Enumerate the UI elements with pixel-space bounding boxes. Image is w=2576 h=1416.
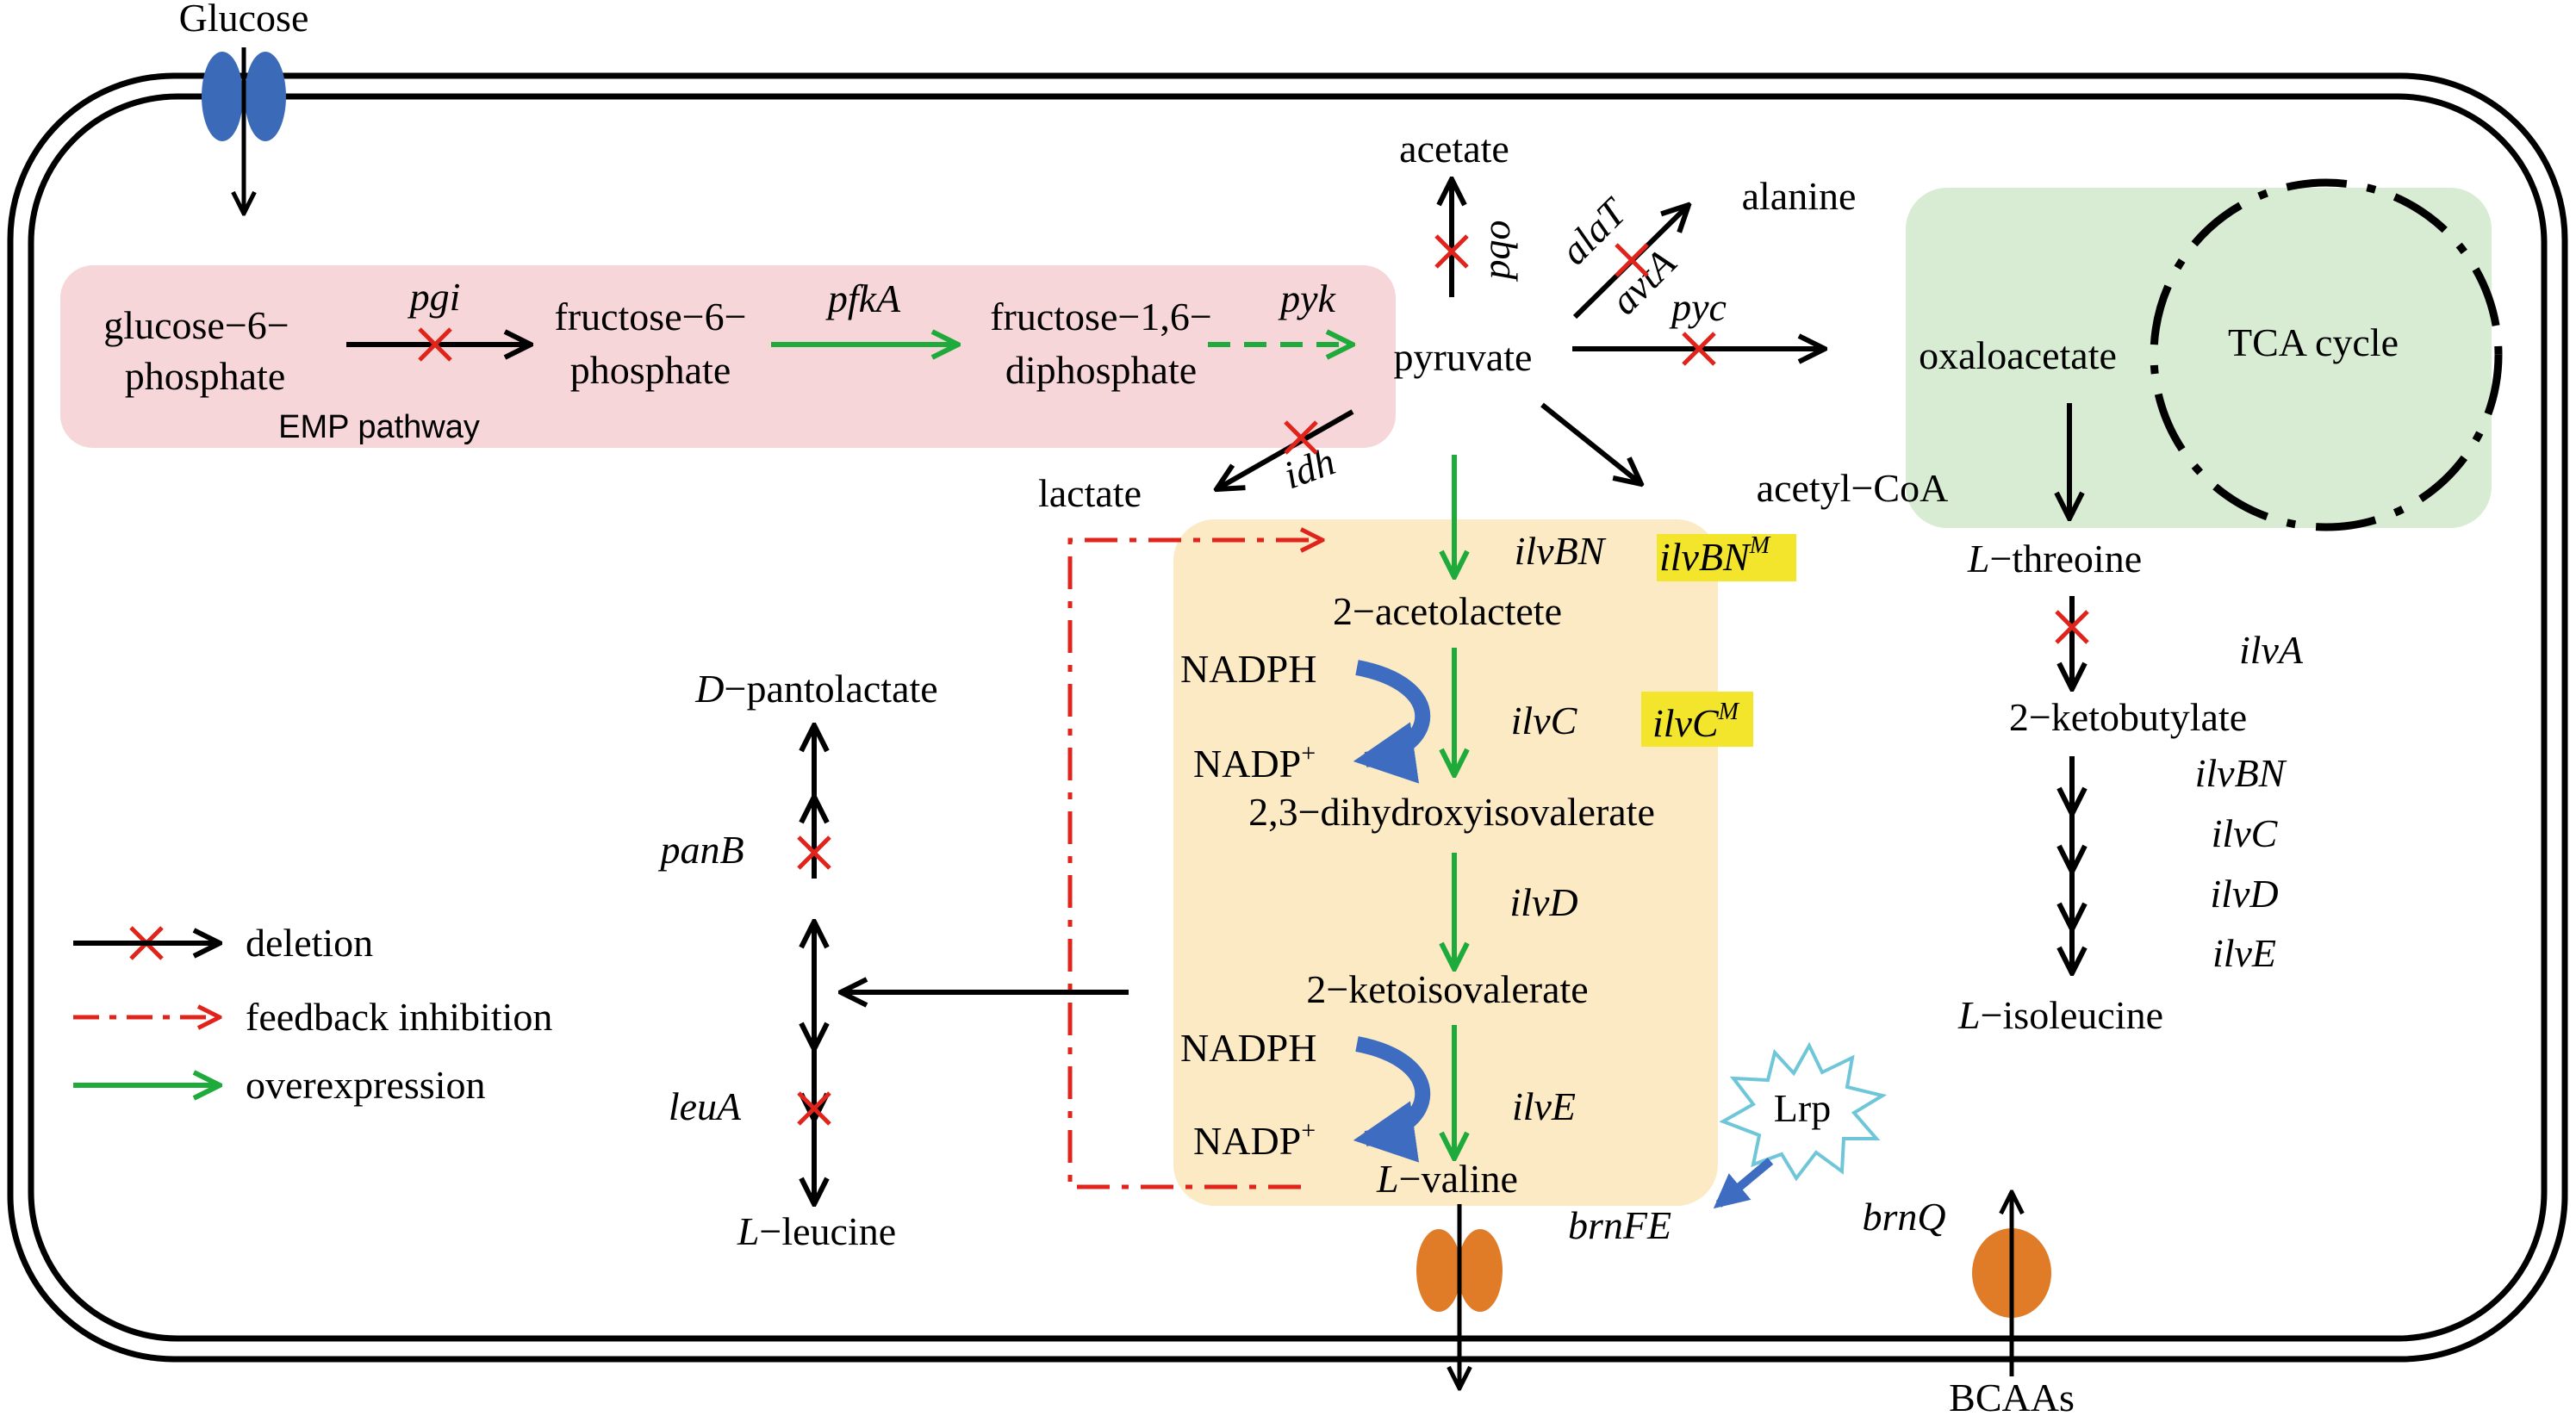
g6p-label-2: phosphate: [125, 354, 286, 398]
ilvC-M-highlight: [1641, 692, 1753, 747]
lactate-label: lactate: [1038, 471, 1142, 515]
nadph-label-1: NADPH: [1180, 647, 1316, 691]
leucine-label: L−leucine: [737, 1209, 896, 1253]
fdp-label-1: fructose−1,6−: [990, 295, 1212, 338]
cell-membrane: [7, 72, 2568, 1363]
f6p-label-1: fructose−6−: [554, 295, 746, 338]
nadp-label-2: NADP+: [1193, 1116, 1316, 1163]
valine-pathway-box: [1173, 519, 1718, 1206]
nadph-label-2: NADPH: [1180, 1026, 1316, 1070]
lrp-regulator: [1719, 1041, 1888, 1182]
cross-ilvA: [2055, 610, 2089, 644]
brnFE-transporter: [1416, 1204, 1503, 1388]
gene-ilvC: ilvC: [1511, 699, 1578, 742]
tca-cycle-label: TCA cycle: [2228, 320, 2399, 364]
emp-pathway-label: EMP pathway: [278, 409, 480, 445]
tca-cycle-circle: [2150, 178, 2503, 531]
cross-pqo: [1434, 234, 1469, 269]
cross-idh: [1284, 420, 1318, 455]
gene-pyc: pyc: [1669, 285, 1727, 329]
cross-alaT: [1615, 243, 1649, 277]
isoleucine-label: L−isoleucine: [1957, 993, 2163, 1037]
gene-ilvBN-M: ilvBNM: [1659, 532, 1771, 579]
acetyl-coa-arrow: [1540, 402, 1641, 484]
acetate-label: acetate: [1399, 127, 1509, 171]
nadp-label-1: NADP+: [1193, 739, 1316, 786]
gene-ile-ilvD: ilvD: [2210, 872, 2278, 916]
gene-brnFE: brnFE: [1568, 1203, 1671, 1247]
valine-label: L−valine: [1376, 1157, 1518, 1201]
dihydroxy-label: 2,3−dihydroxyisovalerate: [1248, 790, 1655, 834]
cross-pgi: [418, 327, 452, 362]
gene-ilvA: ilvA: [2239, 628, 2304, 672]
emp-pathway-box: [60, 265, 1396, 448]
gene-ile-ilvBN: ilvBN: [2195, 751, 2287, 795]
g6p-label-1: glucose−6−: [103, 303, 289, 347]
f6p-label-2: phosphate: [570, 348, 731, 392]
gene-leuA: leuA: [669, 1084, 742, 1128]
acetolactete-label: 2−acetolactete: [1333, 589, 1562, 633]
gene-pyk: pyk: [1278, 276, 1336, 320]
pyruvate-label: pyruvate: [1394, 335, 1533, 379]
legend-overexpression-label: overexpression: [246, 1063, 485, 1107]
legend-feedback-label: feedback inhibition: [246, 995, 552, 1039]
acetyl-coa-label: acetyl−CoA: [1757, 466, 1949, 510]
deletion-marks: [129, 234, 2089, 1126]
pantolactate-label: D−pantolactate: [694, 667, 937, 711]
gene-panB: panB: [657, 828, 744, 872]
legend: deletion feedback inhibition overexpress…: [73, 921, 552, 1107]
alanine-label: alanine: [1742, 174, 1857, 218]
glucose-label: Glucose: [179, 0, 309, 40]
gene-ile-ilvC: ilvC: [2212, 811, 2279, 855]
gene-alaT: alaT: [1552, 189, 1636, 273]
cross-leuA: [797, 1091, 831, 1126]
feedback-inhibition-arrow: [1067, 540, 1322, 1189]
legend-deletion-label: deletion: [246, 921, 373, 965]
cross-pyc: [1682, 332, 1716, 366]
gene-ilvE: ilvE: [1512, 1084, 1576, 1128]
cross-panB: [797, 835, 831, 870]
gene-ilvC-M: ilvCM: [1652, 699, 1740, 745]
nadph-arrow-1: [1353, 660, 1431, 784]
gene-pgi: pgi: [408, 275, 461, 319]
fdp-label-2: diphosphate: [1005, 348, 1197, 392]
gene-ilvD: ilvD: [1509, 880, 1577, 924]
gene-pqo: pqo: [1474, 220, 1518, 283]
ketoisovalerate-label: 2−ketoisovalerate: [1306, 967, 1588, 1011]
gene-ilvBN: ilvBN: [1515, 529, 1607, 573]
glucose-transporter: [202, 47, 286, 214]
gene-brnQ: brnQ: [1862, 1195, 1945, 1239]
gene-ile-ilvE: ilvE: [2212, 931, 2276, 975]
bcaas-label: BCAAs: [1949, 1376, 2075, 1416]
threonine-label: L−threoine: [1967, 537, 2142, 581]
ketobutylate-label: 2−ketobutylate: [2009, 695, 2247, 739]
lrp-label: Lrp: [1774, 1086, 1831, 1130]
lrp-regulation-arrow: [1713, 1158, 1774, 1209]
brnQ-transporter: [1972, 1192, 2051, 1376]
tca-region-box: [1906, 188, 2492, 528]
nadph-arrow-2: [1353, 1036, 1431, 1163]
oxaloacetate-label: oxaloacetate: [1919, 333, 2117, 377]
idh-arrow: [1216, 409, 1354, 489]
ilvBN-M-highlight: [1657, 534, 1796, 581]
gene-pfkA: pfkA: [825, 276, 901, 320]
